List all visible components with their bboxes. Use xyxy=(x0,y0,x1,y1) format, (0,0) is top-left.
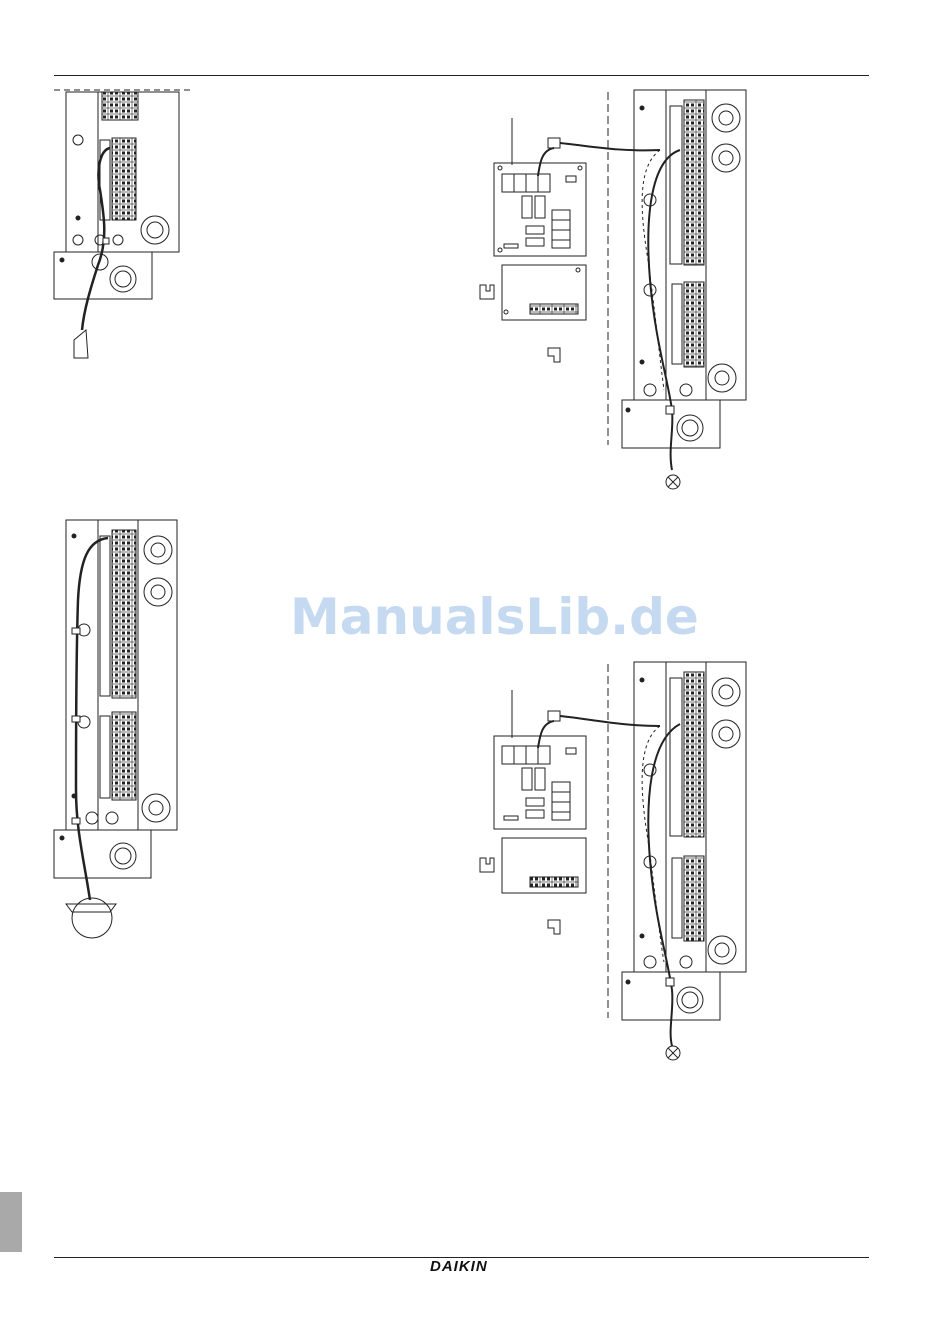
figure-bottom-left xyxy=(54,520,177,938)
figure-bottom-right xyxy=(480,662,746,1060)
watermark-text: ManualsLib.de xyxy=(290,588,699,646)
figure-top-right xyxy=(480,90,746,489)
figure-top-left xyxy=(54,90,190,358)
page-side-tab xyxy=(0,1192,22,1252)
footer-brand-logo: DAIKIN xyxy=(430,1258,488,1275)
